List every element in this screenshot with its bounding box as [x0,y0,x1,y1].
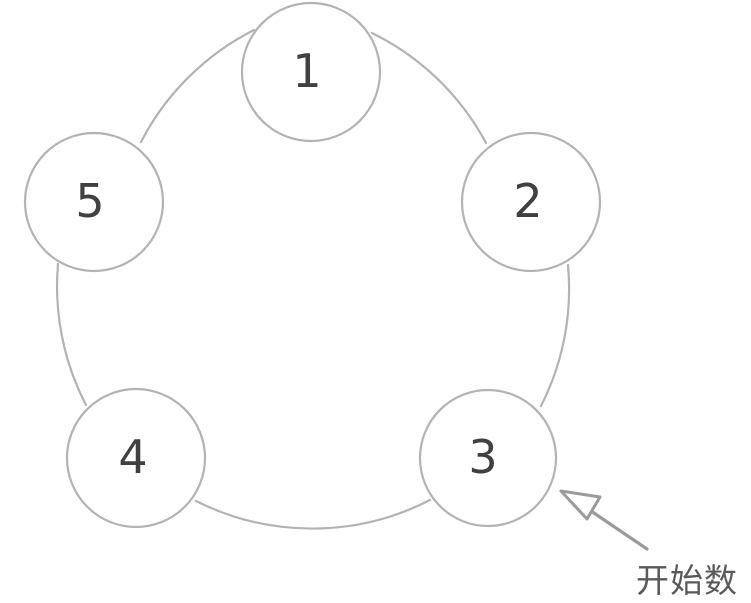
edge-2-3 [539,263,571,408]
node-label-5: 5 [75,174,104,228]
arrow-shaft [589,509,649,551]
node-label-4: 4 [118,430,147,484]
node-circle-5[interactable] [23,131,165,273]
annotation-arrow [559,489,649,551]
edge-3-4 [194,498,432,530]
edge-group [55,28,571,530]
edge-1-2 [370,31,488,145]
node-group [23,1,602,529]
node-label-group: 1 2 3 4 5 [75,44,542,484]
node-label-3: 3 [468,430,497,484]
node-circle-2[interactable] [460,131,602,273]
arrow-head-icon [559,489,602,521]
annotation-label: 开始数 [636,561,738,600]
node-circle-4[interactable] [65,387,207,529]
edge-5-1 [139,28,256,144]
edge-4-5 [55,262,88,407]
node-circle-3[interactable] [418,388,558,528]
node-circle-1[interactable] [240,1,382,143]
node-label-2: 2 [513,174,542,228]
node-label-1: 1 [292,44,321,98]
